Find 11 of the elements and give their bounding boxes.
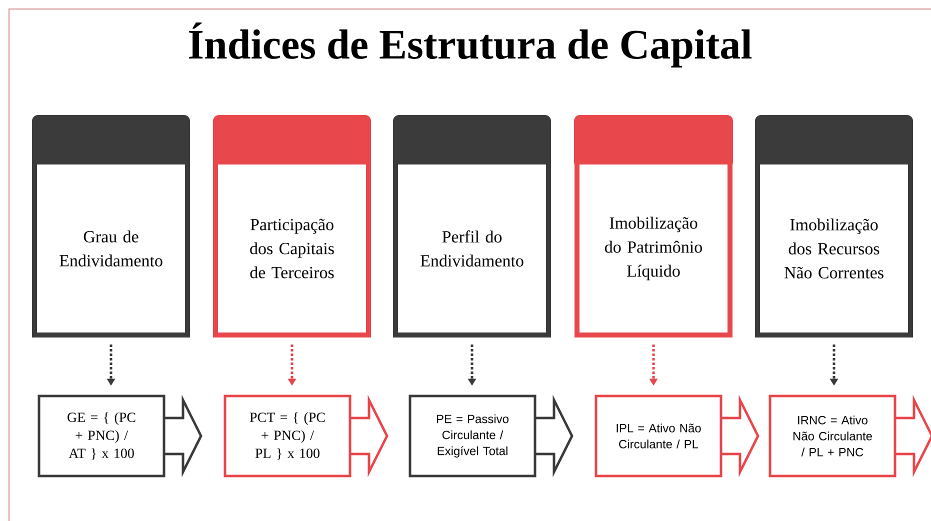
formula-arrow-box: PCT = { (PC + PNC) / PL } x 100 <box>224 394 388 478</box>
category-card: Imobilização dos Recursos Não Correntes <box>755 115 913 338</box>
formula-arrow-box: IPL = Ativo Não Circulante / PL <box>594 394 760 478</box>
formula-arrow-box: IRNC = Ativo Não Circulante / PL + PNC <box>768 394 931 478</box>
formula-arrow-box: PE = Passivo Circulante / Exigível Total <box>408 394 574 478</box>
category-card: Grau de Endividamento <box>32 115 190 338</box>
category-card: Perfil do Endividamento <box>393 115 551 338</box>
category-card: Imobilização do Patrimônio Líquido <box>574 115 733 338</box>
formula-arrow-box: GE = { (PC + PNC) / AT } x 100 <box>38 394 202 478</box>
title: Índices de Estrutura de Capital <box>189 22 752 68</box>
category-card: Participação dos Capitais de Terceiros <box>213 115 371 338</box>
